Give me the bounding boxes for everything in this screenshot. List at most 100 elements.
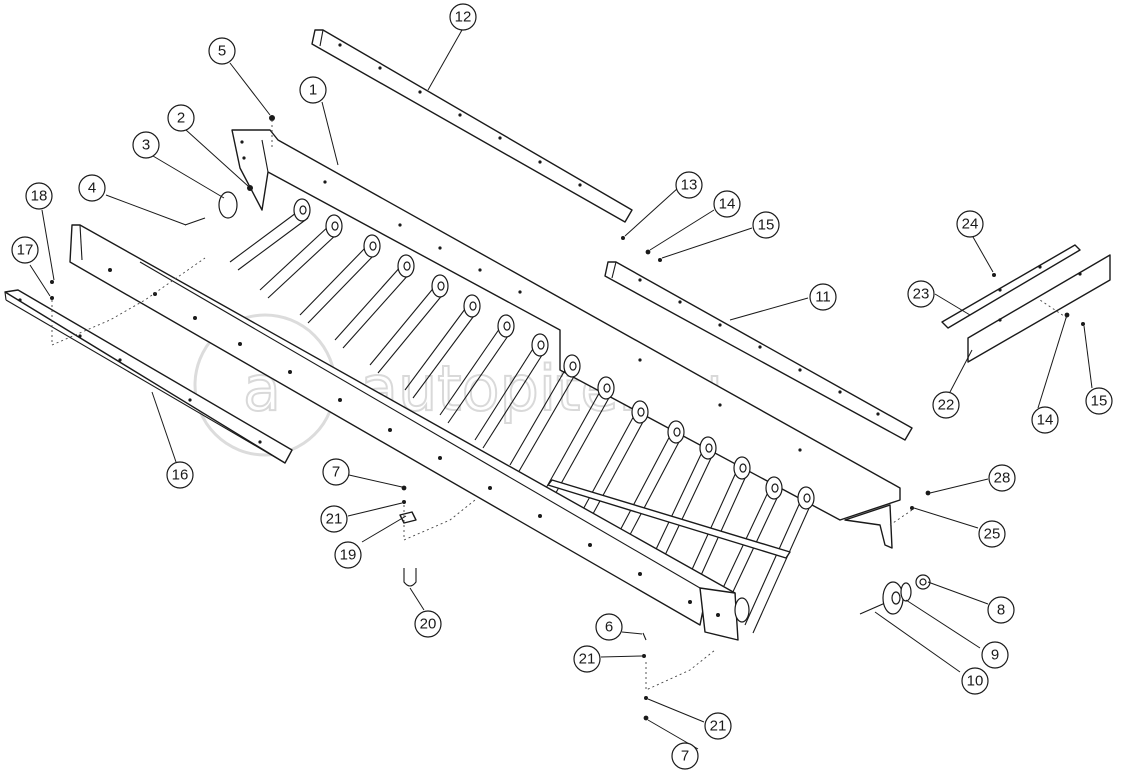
svg-text:7: 7 xyxy=(332,464,340,481)
svg-text:2: 2 xyxy=(177,110,185,127)
svg-text:10: 10 xyxy=(967,673,984,690)
roller xyxy=(509,354,581,474)
svg-text:6: 6 xyxy=(605,619,613,636)
svg-text:22: 22 xyxy=(938,397,955,414)
callout-7-lower: 7 xyxy=(671,742,699,770)
roller xyxy=(369,274,449,374)
callout-11: 11 xyxy=(809,283,837,311)
callout-18: 18 xyxy=(25,182,53,210)
part-16-flat-bar xyxy=(4,289,293,464)
callout-15-right: 15 xyxy=(1085,387,1113,415)
part-7-nut xyxy=(643,715,649,721)
svg-text:9: 9 xyxy=(991,647,999,664)
svg-text:24: 24 xyxy=(962,216,979,233)
svg-text:14: 14 xyxy=(719,196,736,213)
callout-21-middle: 21 xyxy=(573,645,601,673)
roller xyxy=(744,486,815,634)
callout-22: 22 xyxy=(932,391,960,419)
conveyor-rollers xyxy=(229,198,815,634)
roller xyxy=(259,214,343,299)
part-25-washer xyxy=(910,506,914,510)
svg-text:15: 15 xyxy=(758,217,775,234)
callout-7-upper: 7 xyxy=(322,458,350,486)
part-4-bolt xyxy=(184,217,206,226)
callout-3: 3 xyxy=(132,131,160,159)
part-7-nut xyxy=(401,485,407,491)
callout-24: 24 xyxy=(956,210,984,238)
part-20-u-bolt xyxy=(403,568,417,587)
part-14-washer xyxy=(645,249,651,255)
svg-text:19: 19 xyxy=(340,547,357,564)
part-3-wheel xyxy=(218,191,238,219)
part-12-guard-strip xyxy=(311,29,633,223)
svg-text:12: 12 xyxy=(455,9,472,26)
callout-14-upper: 14 xyxy=(713,190,741,218)
part-18-screw xyxy=(50,280,54,284)
svg-text:18: 18 xyxy=(31,188,48,205)
fasteners xyxy=(50,115,1085,721)
callout-2: 2 xyxy=(167,104,195,132)
roller xyxy=(229,198,311,271)
svg-text:13: 13 xyxy=(681,177,698,194)
part-14-washer xyxy=(1064,312,1070,318)
right-end-bracket xyxy=(844,504,893,549)
roller xyxy=(614,420,685,549)
svg-text:7: 7 xyxy=(681,748,689,765)
callout-14-right: 14 xyxy=(1031,406,1059,434)
svg-text:8: 8 xyxy=(997,602,1005,619)
part-21-washer xyxy=(642,654,646,658)
svg-text:14: 14 xyxy=(1037,412,1054,429)
part-22-bracket-plate xyxy=(967,254,1111,363)
callout-9: 9 xyxy=(981,641,1009,669)
roller xyxy=(299,234,381,324)
callout-21-lower: 21 xyxy=(704,712,732,740)
diagonal-brace xyxy=(547,479,791,559)
part-11-guard-strip xyxy=(604,261,913,441)
roller xyxy=(404,294,481,399)
svg-text:17: 17 xyxy=(17,242,34,259)
callout-8: 8 xyxy=(987,596,1015,624)
svg-text:25: 25 xyxy=(984,526,1001,543)
callout-4: 4 xyxy=(78,174,106,202)
part-28-nut xyxy=(925,490,931,496)
svg-text:1: 1 xyxy=(309,82,317,99)
assembly-dash-lines xyxy=(51,120,1068,691)
part-21-washer xyxy=(644,696,648,700)
callouts: 1 2 3 4 5 6 7 7 8 9 10 11 12 13 14 14 15… xyxy=(11,3,1113,770)
part-23-small-plate xyxy=(941,244,1081,329)
callout-20: 20 xyxy=(414,610,442,638)
callout-16: 16 xyxy=(166,461,194,489)
part-15-nut xyxy=(658,258,662,262)
callout-17: 17 xyxy=(11,236,39,264)
callout-25: 25 xyxy=(978,520,1006,548)
callout-10: 10 xyxy=(961,667,989,695)
svg-text:11: 11 xyxy=(815,289,831,306)
callout-21-upper: 21 xyxy=(320,505,348,533)
pulley-assembly xyxy=(859,574,931,615)
front-frame-rail xyxy=(69,224,750,641)
svg-text:16: 16 xyxy=(172,467,189,484)
callout-13: 13 xyxy=(675,171,703,199)
roller xyxy=(544,376,615,499)
svg-text:4: 4 xyxy=(88,180,96,197)
svg-text:23: 23 xyxy=(913,286,930,303)
part-13-bolt xyxy=(621,236,625,240)
callout-15-upper: 15 xyxy=(752,211,780,239)
svg-text:5: 5 xyxy=(218,43,226,60)
svg-text:21: 21 xyxy=(579,651,596,668)
callout-19: 19 xyxy=(334,541,362,569)
roller xyxy=(579,400,649,524)
callout-5: 5 xyxy=(208,37,236,65)
part-21-washer xyxy=(402,500,406,504)
callout-28: 28 xyxy=(988,464,1016,492)
roller xyxy=(334,254,415,349)
part-15-nut xyxy=(1081,322,1085,326)
roller xyxy=(439,314,515,424)
part-17-washer xyxy=(50,296,54,300)
roller xyxy=(474,333,549,449)
part-19-clip xyxy=(399,511,417,524)
svg-text:3: 3 xyxy=(142,137,150,154)
roller xyxy=(649,436,717,571)
svg-text:21: 21 xyxy=(710,718,727,735)
